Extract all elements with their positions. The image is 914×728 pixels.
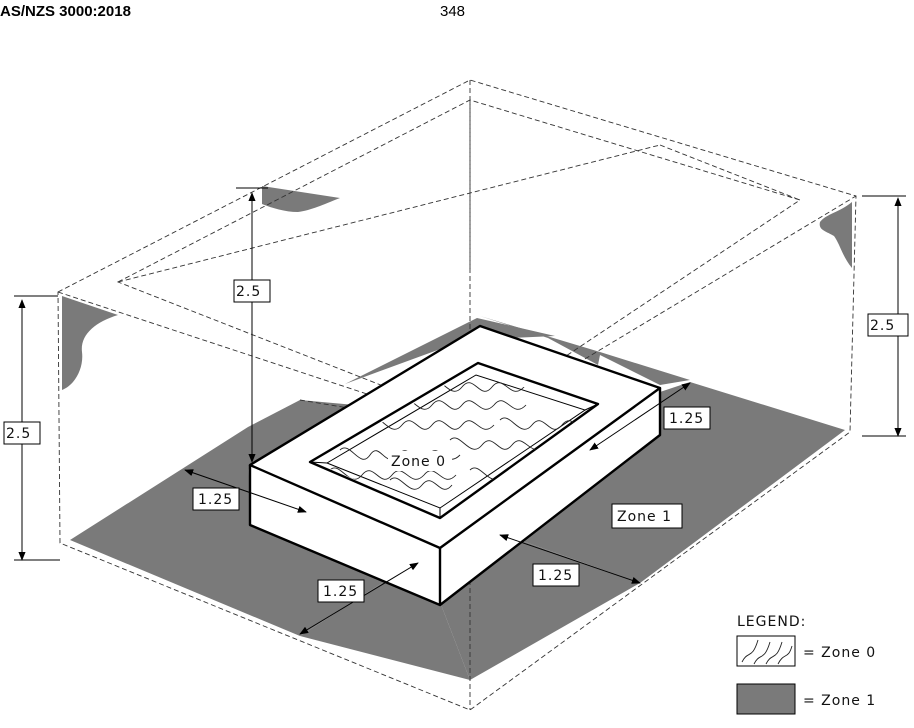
dimension-lines xyxy=(14,187,906,635)
dim-label-height-right: 2.5 xyxy=(867,313,909,337)
svg-text:2.5: 2.5 xyxy=(236,284,261,300)
legend-zone0-entry: = Zone 0 xyxy=(803,645,876,661)
dim-label-height-center: 2.5 xyxy=(233,279,271,303)
svg-text:1.25: 1.25 xyxy=(323,584,358,600)
page-number: 348 xyxy=(440,3,466,20)
svg-text:2.5: 2.5 xyxy=(870,318,895,334)
legend-zone1-entry: = Zone 1 xyxy=(803,693,876,709)
zone1-label: Zone 1 xyxy=(611,503,683,529)
svg-text:1.25: 1.25 xyxy=(198,492,233,508)
legend-title: LEGEND: xyxy=(737,614,806,630)
standard-title: AS/NZS 3000:2018 xyxy=(0,3,131,20)
svg-text:Zone 1: Zone 1 xyxy=(617,509,672,525)
svg-text:1.25: 1.25 xyxy=(669,411,704,427)
dim-label-offset-right-front: 1.25 xyxy=(532,563,580,587)
zone0-label: Zone 0 xyxy=(388,451,452,471)
dim-label-offset-left: 1.25 xyxy=(192,487,240,511)
svg-text:Zone 0: Zone 0 xyxy=(391,454,446,470)
dim-label-offset-front: 1.25 xyxy=(317,579,365,603)
svg-text:1.25: 1.25 xyxy=(538,568,573,584)
zone1-wall-patches xyxy=(62,186,852,390)
dim-label-offset-back-right: 1.25 xyxy=(663,406,711,430)
svg-text:2.5: 2.5 xyxy=(6,426,31,442)
legend-zone0-swatch xyxy=(736,635,796,667)
dim-label-height-left: 2.5 xyxy=(3,421,41,445)
legend: LEGEND: = Zone 0 = Zone 1 xyxy=(736,614,876,715)
legend-zone1-swatch xyxy=(736,683,796,715)
